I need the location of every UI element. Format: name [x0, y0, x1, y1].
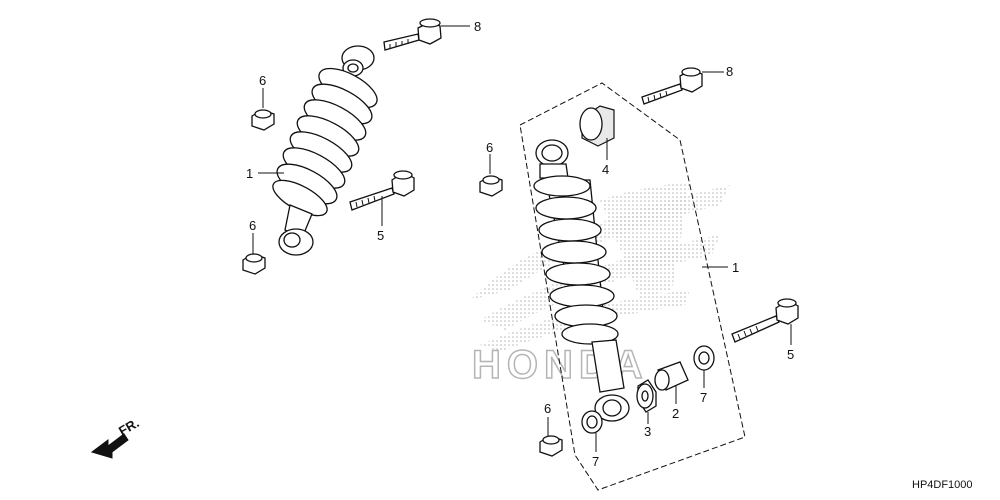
front-direction-arrow: FR. — [90, 415, 142, 459]
bolt-8-right — [641, 67, 703, 105]
callout-2: 2 — [672, 406, 679, 421]
nut-6-left-top — [251, 109, 275, 131]
callout-6-mid: 6 — [486, 140, 493, 155]
callout-6-left-bottom: 6 — [249, 218, 256, 233]
collar-2 — [654, 361, 689, 391]
callout-6-bottom: 6 — [544, 401, 551, 416]
callout-4: 4 — [602, 162, 609, 177]
callout-5-right: 5 — [787, 347, 794, 362]
nut-6-mid — [479, 175, 503, 197]
bolt-5-right — [731, 298, 799, 343]
diagram-code: HP4DF1000 — [912, 479, 973, 491]
callout-7-right: 7 — [700, 390, 707, 405]
callout-7-bottom: 7 — [592, 454, 599, 469]
nut-6-left-bottom — [242, 253, 266, 275]
callout-8-top: 8 — [474, 19, 481, 34]
callout-1-right: 1 — [732, 260, 739, 275]
bolt-8-left — [383, 18, 442, 51]
callout-3: 3 — [644, 424, 651, 439]
bushing-4 — [579, 105, 615, 147]
front-label: FR. — [116, 415, 142, 438]
callout-8-right: 8 — [726, 64, 733, 79]
shock-absorber-left — [272, 45, 378, 256]
nut-6-bottom — [539, 435, 563, 457]
shock-absorber-right — [533, 139, 630, 422]
bolt-5-left — [349, 170, 415, 211]
bushing-3 — [636, 379, 657, 413]
seal-7-bottom — [581, 410, 603, 434]
callout-6-left-top: 6 — [259, 73, 266, 88]
callout-5-left: 5 — [377, 228, 384, 243]
callout-1-left: 1 — [246, 166, 253, 181]
leader-lines — [252, 25, 792, 452]
assembly-outline — [519, 82, 746, 491]
seal-7-right — [693, 345, 715, 371]
